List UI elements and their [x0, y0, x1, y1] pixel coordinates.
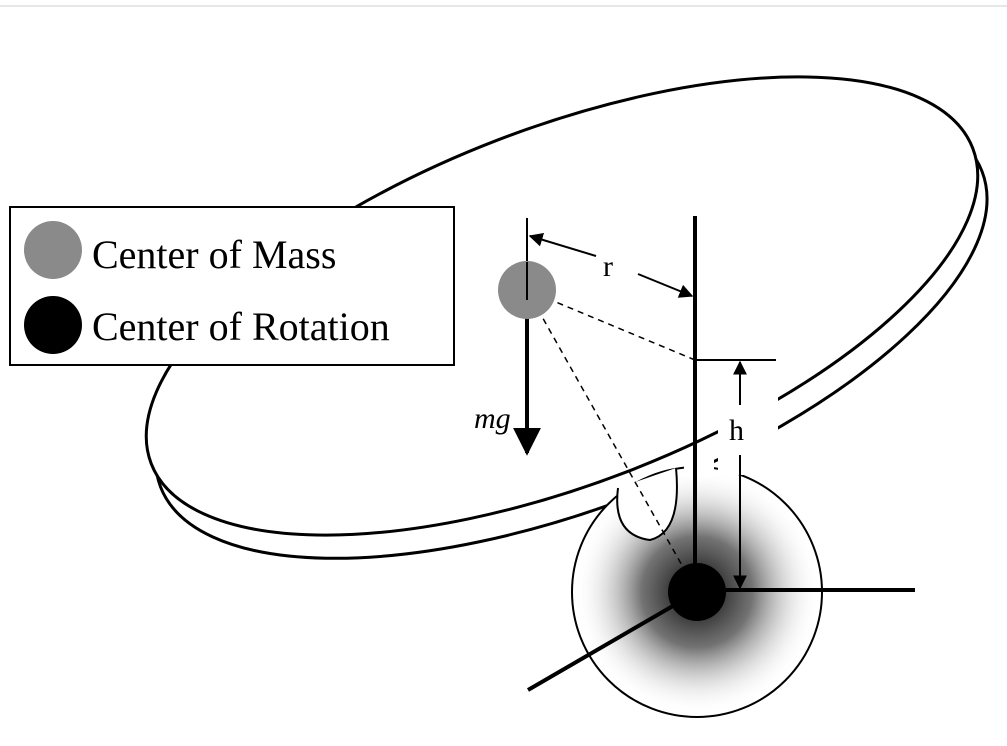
disk-gap-axis — [684, 455, 714, 477]
legend-center-of-mass-swatch — [24, 221, 82, 279]
disk-top-surface — [144, 75, 980, 537]
legend-box — [9, 206, 455, 366]
legend-center-of-mass-label: Center of Mass — [92, 232, 336, 277]
center-of-rotation-marker — [668, 563, 726, 621]
disk-gap-h — [718, 380, 778, 475]
r-arrow-right — [637, 273, 694, 298]
mg-label: mg — [474, 402, 511, 435]
support-leg-left — [526, 590, 699, 692]
legend-center-of-rotation-swatch — [24, 296, 82, 354]
r-arrow-left — [528, 232, 597, 257]
legend-center-of-rotation-label: Center of Rotation — [92, 304, 390, 349]
dashed-line-to-rotation-center — [526, 289, 698, 593]
legend: Center of Mass Center of Rotation — [9, 206, 455, 366]
r-label: r — [603, 250, 613, 283]
h-label: h — [729, 414, 744, 447]
dashed-line-to-axis — [526, 289, 696, 361]
